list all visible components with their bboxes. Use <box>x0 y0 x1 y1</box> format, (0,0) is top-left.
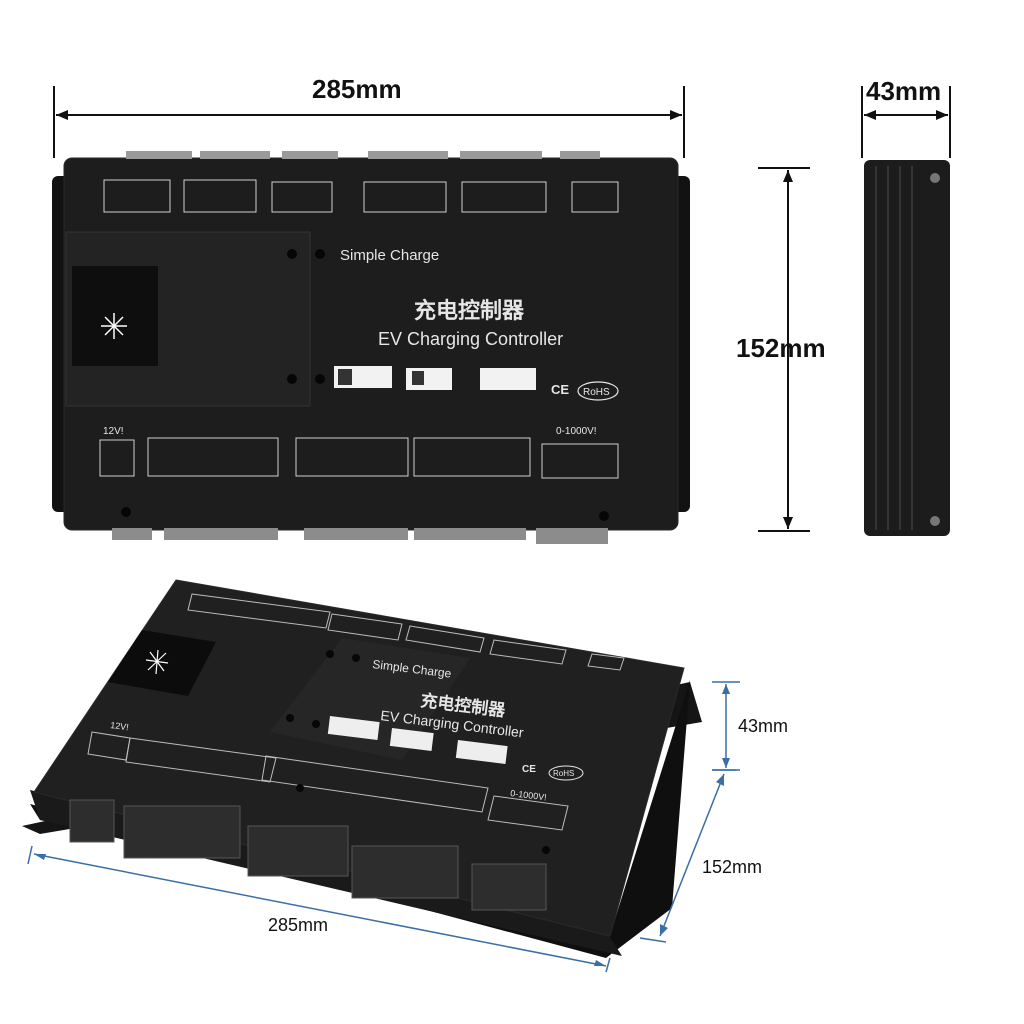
serial-sticker <box>480 368 536 390</box>
iso-rohs-mark: RoHS <box>553 769 574 778</box>
title-cn-label: 充电控制器 <box>414 298 525 323</box>
iso-ce-mark: CE <box>522 764 536 775</box>
iso-view: Simple Charge 充电控制器 EV Charging Controll… <box>22 579 702 958</box>
iso-depth-label: 152mm <box>702 857 763 877</box>
iso-depth-dimension-line <box>639 769 736 943</box>
iso-inner-panel <box>270 638 470 760</box>
width-dimension-line <box>53 86 685 158</box>
height-label: 152mm <box>736 333 826 363</box>
depth-dimension-line <box>861 86 951 158</box>
top-connector-tabs <box>126 151 600 159</box>
snowflake-icon <box>101 313 127 339</box>
brand-label: Simple Charge <box>340 247 439 264</box>
rohs-mark: RoHS <box>583 387 610 398</box>
bottom-terminal-labels <box>99 437 619 479</box>
title-en-label: EV Charging Controller <box>378 329 563 349</box>
iso-voltage-low-label: 12V! <box>110 720 130 732</box>
side-view-fins <box>875 166 913 530</box>
iso-width-label: 285mm <box>268 915 329 935</box>
fan-module <box>72 266 158 366</box>
depth-label: 43mm <box>866 76 942 106</box>
voltage-low-label: 12V! <box>103 426 124 437</box>
iso-voltage-high-label: 0-1000V! <box>510 788 547 802</box>
iso-snowflake-icon <box>145 649 169 675</box>
iso-height-label: 43mm <box>738 716 789 736</box>
iso-fan-module <box>108 630 216 696</box>
side-view-body <box>864 160 950 536</box>
qr-code-icon <box>338 369 352 385</box>
top-terminal-labels <box>103 179 619 213</box>
screws <box>121 249 609 521</box>
iso-front-connectors <box>69 799 547 911</box>
bottom-connector-tabs <box>112 528 608 544</box>
iso-side <box>30 680 690 958</box>
iso-terminal-labels <box>87 593 625 831</box>
iso-height-dimension-line <box>712 681 740 771</box>
height-dimension-line <box>758 167 810 532</box>
iso-width-dimension-line <box>27 845 611 973</box>
voltage-high-label: 0-1000V! <box>556 426 597 437</box>
width-label: 285mm <box>312 74 402 104</box>
ce-mark: CE <box>551 382 569 397</box>
